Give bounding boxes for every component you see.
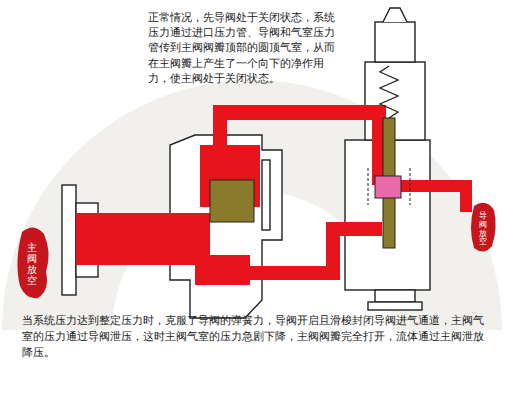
main-vent-splat: [17, 227, 48, 298]
flow-hint: [410, 168, 411, 205]
vent-label: 导阀放空: [479, 212, 487, 247]
dome-pressure-pipe: [213, 105, 385, 120]
description-note: 正常情况，先导阀处于关闭状态，系统压力通过进口压力管、导阀和气室压力管传到主阀阀…: [148, 10, 340, 86]
pilot-cap-top: [383, 8, 407, 22]
pilot-exhaust-drop: [460, 180, 472, 212]
inlet-pressure-pipe: [200, 266, 340, 280]
pilot-base: [375, 290, 415, 302]
pilot-inlet: [326, 222, 382, 236]
pilot-spring: [380, 66, 398, 118]
shuttle: [375, 176, 401, 198]
pilot-nut: [368, 302, 422, 310]
inlet-flow: [76, 213, 210, 265]
inlet-flange: [62, 185, 76, 295]
main-disc: [210, 180, 254, 222]
outlet-flange: [262, 160, 270, 230]
fan-background: [2, 80, 502, 330]
description-note: 当系统压力达到整定压力时，克服了导阀的弹簧力，导阀开启且滑梭封闭导阀进气通道，主…: [22, 313, 490, 361]
pilot-vent-splat: [471, 203, 496, 252]
pilot-cap: [375, 22, 415, 62]
vent-label: 主阀放空: [27, 242, 37, 286]
flow-hint: [368, 168, 369, 205]
